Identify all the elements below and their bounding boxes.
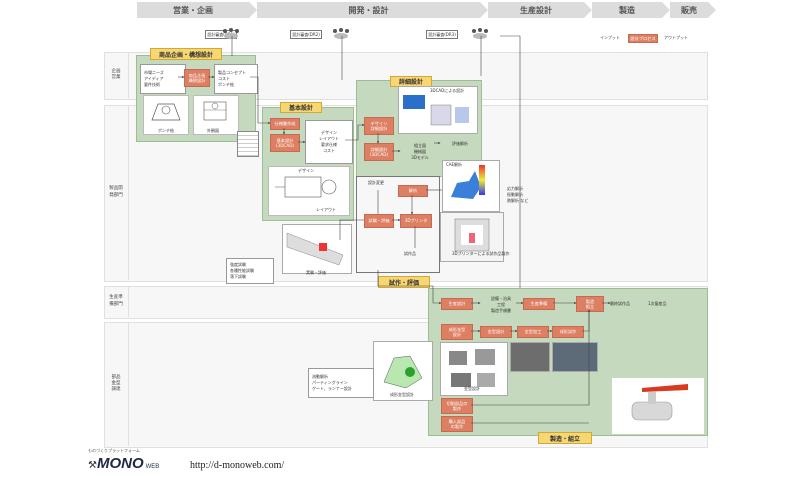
mold-flow-caption: 成形金型設計 — [390, 392, 414, 397]
prod-input: 工程 — [497, 302, 505, 307]
detail-printer-image — [440, 212, 504, 262]
logo-person-icon: ⚒ — [88, 460, 97, 471]
planning-input: 要件技術 — [144, 82, 160, 87]
detail-output: 機械図 — [414, 149, 426, 154]
detail-change: 設計変更 — [368, 180, 384, 185]
detail-output: 3Dモデル — [411, 155, 429, 160]
review-dr2-icon — [333, 28, 349, 39]
test-items: 強度試験 各種性能試験 落下試験 — [226, 258, 274, 284]
mold-molding-image — [552, 342, 598, 372]
review-dr1-icon — [223, 28, 239, 39]
cae-item: 振動解析 — [507, 192, 523, 197]
planning-inputs: 市場ニーズ アイディア 要件技術 — [140, 64, 186, 94]
planning-sketch-image — [143, 95, 189, 135]
product-valve-image — [612, 378, 704, 434]
test-caption: 実験・評価 — [306, 270, 326, 275]
prod-inputs: 設備・治具 工程 製造手順書 — [480, 291, 522, 319]
test-item: 強度試験 — [230, 262, 246, 267]
review-dr3-tag: 設計審査(DR3) — [426, 30, 458, 39]
basic-layout-image — [268, 166, 350, 216]
legend-input: インプット — [600, 34, 620, 40]
mold-title: 製造・組立 — [538, 432, 592, 444]
planning-output: 製品コンセプト — [218, 70, 246, 75]
footer-logo-small: ものづくりプラットフォーム — [88, 448, 140, 453]
detail-cad-caption: 3DCADによる設計 — [430, 88, 465, 93]
phase-manufacture: 製造 — [592, 2, 670, 18]
detail-cae-caption: CAE解析 — [446, 162, 463, 167]
mold-design-step: 成形金型 設計 — [441, 324, 473, 340]
basic-output: コスト — [323, 148, 335, 153]
mold-machining-image — [510, 342, 550, 372]
detail-print-caption: 3Dプリンターによる試作品製作 — [452, 251, 510, 256]
trial-title: 試作・評価 — [378, 276, 430, 288]
detail-print-step: 3Dプリンタ — [400, 214, 432, 228]
basic-design-caption: デザイン — [298, 168, 314, 173]
planning-drawing-image — [193, 95, 239, 135]
basic-spec-step: 仕様書作成 — [270, 118, 300, 130]
footer-logo-text: MONO — [96, 455, 144, 472]
footer-url[interactable]: http://d-monoweb.com/ — [190, 460, 285, 471]
planning-outputs: 製品コンセプト コスト ポンチ絵 — [214, 64, 258, 94]
test-image — [282, 224, 352, 274]
detail-test-step: 試験・評価 — [364, 214, 394, 228]
planning-title: 商品企画・構想設計 — [150, 48, 222, 60]
planning-output: コスト — [218, 76, 230, 81]
basic-layout-caption: レイアウト — [316, 207, 336, 212]
review-dr3-icon — [472, 28, 488, 39]
cae-item: 熱解析 など — [507, 198, 529, 203]
detail-cad-image — [398, 86, 478, 134]
phase-dev: 開発・設計 — [257, 2, 488, 18]
detail-cae-image — [442, 160, 500, 212]
mold-flow-image — [373, 341, 433, 401]
flow-item: 流動解析 — [312, 374, 328, 379]
lane-label-prod: 生産準 備部門 — [104, 286, 129, 317]
basic-output: 要求仕様 — [321, 142, 337, 147]
detail-analysis-step: 解析 — [398, 185, 428, 197]
flow-item: パーティングライン — [312, 380, 348, 385]
legend-process: 設計プロセス — [628, 34, 658, 43]
test-item: 落下試験 — [230, 274, 246, 279]
lane-label-parts: 部品 金型 調達 — [104, 322, 129, 446]
detail-output: 組立図 — [414, 143, 426, 148]
legend-output: アウトプット — [664, 34, 688, 40]
flow-item: ゲート、ランナー設計 — [312, 386, 352, 391]
prod-final: 最終試作品 — [610, 301, 630, 306]
footer-logo-sub: WEB — [145, 464, 160, 470]
planning-img1-caption: ポンチ絵 — [158, 128, 174, 133]
lane-label-sales: 企画 営業 — [104, 52, 129, 98]
phase-sales-end: 販売 — [670, 2, 716, 18]
review-dr2-tag: 設計審査(DR2) — [290, 30, 322, 39]
mold-buy-step: 購入部品 の製作 — [441, 416, 473, 432]
mold-cut-step: 切削部品の 製作 — [441, 398, 473, 414]
footer-logo: ⚒ MONO WEB — [88, 455, 159, 472]
planning-img2-caption: 外観図 — [207, 128, 219, 133]
mold-design-caption: 金型設計 — [464, 386, 480, 391]
prod-input: 設備・治具 — [491, 296, 511, 301]
prod-first: 1次量産品 — [648, 301, 667, 306]
cae-item: 応力解析 — [507, 186, 523, 191]
phase-sales: 営業・企画 — [137, 2, 257, 18]
test-item: 各種性能試験 — [230, 268, 254, 273]
basic-output: デザイン — [321, 130, 337, 135]
phase-prod-design: 生産設計 — [488, 2, 592, 18]
lane-label-dev: 製品開 発部門 — [104, 105, 129, 280]
basic-output: レイアウト — [319, 136, 339, 141]
planning-input: アイディア — [144, 76, 164, 81]
planning-output: ポンチ絵 — [218, 82, 234, 87]
detail-cae-items: 応力解析 振動解析 熱解析 など — [504, 183, 554, 207]
detail-proto: 試作品 — [404, 251, 416, 256]
detail-3dcad-step: 詳細設計 (3DCAD) — [364, 143, 394, 161]
mold-flow-items: 流動解析 パーティングライン ゲート、ランナー設計 — [308, 368, 374, 398]
mold-design-image — [440, 342, 508, 396]
basic-title: 基本設計 — [280, 102, 322, 113]
detail-outputs: 組立図 機械図 3Dモデル — [400, 136, 440, 168]
detail-eval: 評価解析 — [452, 141, 468, 146]
planning-input: 市場ニーズ — [144, 70, 164, 75]
document-stack-icon — [237, 131, 259, 157]
prod-input: 製造手順書 — [491, 308, 511, 313]
